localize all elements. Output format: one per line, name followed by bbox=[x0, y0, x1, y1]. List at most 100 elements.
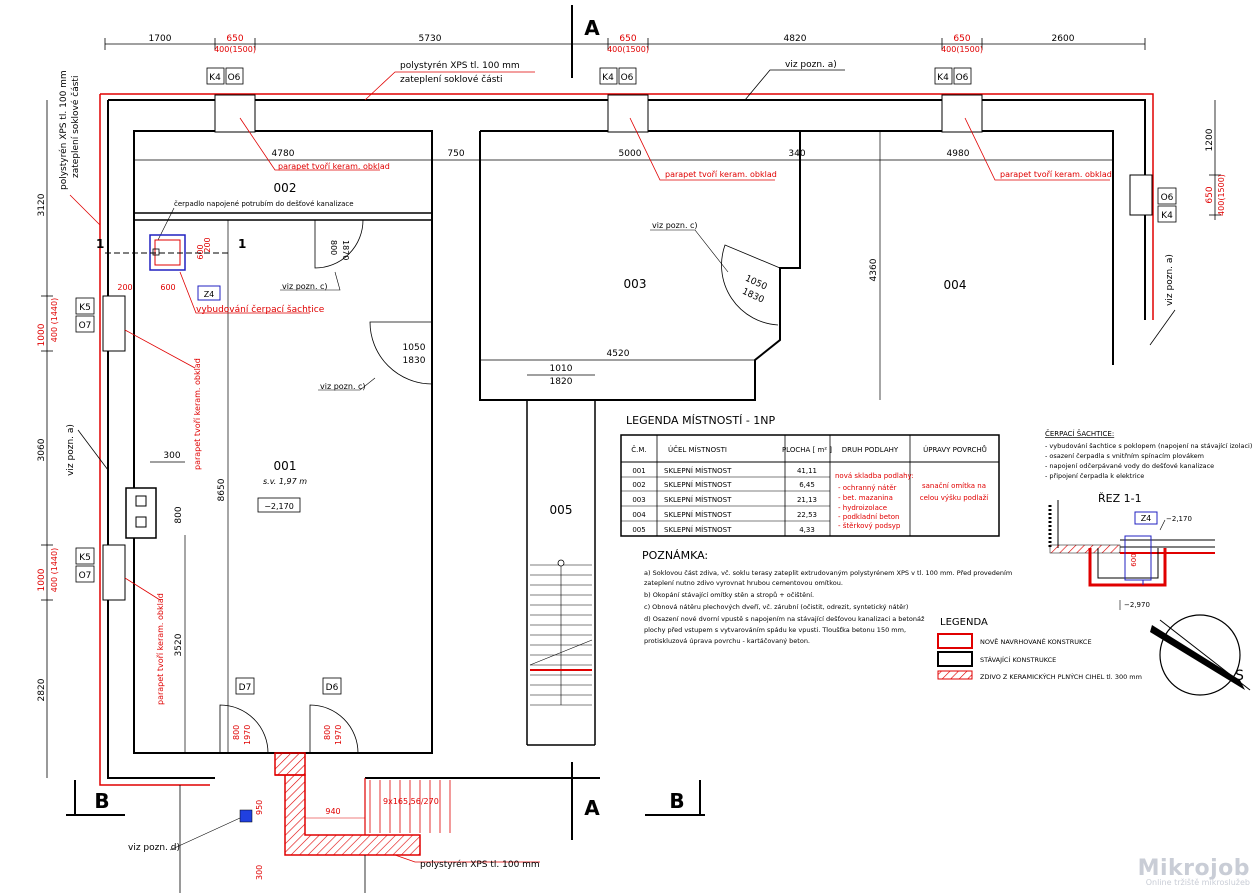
interior-dimension-lines bbox=[134, 131, 1113, 753]
legend-header-plocha: PLOCHA [ m² ] bbox=[782, 446, 832, 454]
stair-start bbox=[557, 559, 565, 567]
dim-400-c: 400(1500) bbox=[941, 45, 983, 54]
tag-o7-1: O7 bbox=[79, 321, 92, 331]
label-viz-a-top: viz pozn. a) bbox=[785, 60, 837, 70]
window-tags bbox=[75, 67, 1177, 695]
tag-k5-1: K5 bbox=[79, 303, 91, 313]
north-label: S bbox=[1235, 668, 1244, 684]
tag-k4-1: K4 bbox=[209, 73, 221, 83]
dim-1870-door: 1870 bbox=[341, 240, 350, 260]
dim-2820: 2820 bbox=[37, 678, 47, 701]
entrance-doors bbox=[219, 704, 359, 754]
leader-polystyren-left bbox=[69, 194, 101, 226]
dim-400-b: 400(1500) bbox=[607, 45, 649, 54]
leader-vybudovani bbox=[179, 271, 310, 314]
dim-800-d6: 800 bbox=[323, 725, 332, 740]
dim-600-shaft: 600 bbox=[196, 244, 205, 259]
level-box bbox=[257, 497, 301, 513]
dim-3520: 3520 bbox=[174, 633, 184, 656]
section-line-b bbox=[66, 780, 705, 816]
note-line-6: plochy před vstupem s vytvarováním spádu… bbox=[644, 625, 906, 634]
entrance-hatched-walls bbox=[274, 752, 421, 856]
dim-1000-a: 1000 bbox=[37, 323, 47, 346]
tag-o6-1: O6 bbox=[228, 73, 241, 83]
dim-3120: 3120 bbox=[37, 193, 47, 216]
leader-parapet-4 bbox=[124, 329, 196, 369]
label-polystyren-bottom: polystyrén XPS tl. 100 mm bbox=[420, 859, 540, 870]
door-001-003 bbox=[369, 321, 433, 385]
dim-2600: 2600 bbox=[1052, 34, 1075, 44]
cerpaci-line-4: - připojení čerpadla k elektrice bbox=[1045, 472, 1144, 480]
section-b-right-label: B bbox=[669, 789, 684, 813]
label-stairs: 9x165,56/270 bbox=[383, 797, 439, 806]
dim-1010: 1010 bbox=[550, 364, 573, 374]
stair-treads bbox=[529, 564, 593, 706]
legend-swatch-new bbox=[937, 633, 973, 649]
label-viz-c-001: viz pozn. c) bbox=[320, 382, 366, 391]
label-polystyren-top: polystyrén XPS tl. 100 mm bbox=[400, 60, 520, 71]
legend-row-5-area: 4,33 bbox=[799, 526, 815, 534]
legend-row-1-cm: 001 bbox=[632, 467, 645, 475]
dim-1700: 1700 bbox=[149, 34, 172, 44]
dim-1970-d6: 1970 bbox=[334, 725, 343, 745]
door-002 bbox=[314, 219, 364, 269]
label-viz-c-002: viz pozn. c) bbox=[282, 282, 328, 291]
surface-line-2: celou výšku podlaží bbox=[920, 494, 990, 502]
label-parapet-2: parapet tvoří keram. obklad bbox=[665, 170, 777, 179]
leader-viz-a-left bbox=[77, 429, 109, 471]
label-parapet-4: parapet tvoří keram. obklad bbox=[193, 358, 202, 470]
dim-800-door: 800 bbox=[329, 240, 338, 255]
room-003-label: 003 bbox=[624, 277, 647, 291]
tag-k4-3: K4 bbox=[937, 73, 949, 83]
floor-line-6: - štěrkový podsyp bbox=[838, 522, 901, 530]
cut-1-left: 1 bbox=[96, 237, 104, 251]
section-level-1: −2,170 bbox=[1166, 515, 1192, 523]
leader-viz-a-top bbox=[744, 69, 845, 101]
dim-950: 950 bbox=[255, 800, 264, 815]
label-viz-c-003: viz pozn. c) bbox=[652, 221, 698, 230]
dim-1200: 1200 bbox=[1205, 128, 1215, 151]
cerpaci-line-1: - vybudování šachtice s poklopem (napoje… bbox=[1045, 442, 1252, 450]
dim-5730: 5730 bbox=[419, 34, 442, 44]
leader-parapet-5 bbox=[124, 577, 161, 601]
entrance-stairs bbox=[369, 780, 451, 833]
dim-200-shaft-b: 200 bbox=[117, 283, 132, 292]
leader-parapet-2 bbox=[629, 117, 775, 181]
room-001-sv: s.v. 1,97 m bbox=[263, 477, 307, 486]
label-zatepleni-left: zateplení soklové části bbox=[70, 76, 81, 178]
legend-row-4-ucel: SKLEPNÍ MÍSTNOST bbox=[664, 510, 732, 519]
dim-650-a: 650 bbox=[226, 34, 243, 44]
stairwell-005 bbox=[526, 400, 596, 746]
legend-existing-label: STÁVAJÍCÍ KONSTRUKCE bbox=[980, 655, 1056, 664]
legend-swatch-existing bbox=[937, 651, 973, 667]
tag-o6-4: O6 bbox=[1161, 193, 1174, 203]
z4-tag bbox=[197, 285, 221, 301]
north-arrow bbox=[1150, 614, 1251, 696]
label-vybudovani: vybudování čerpací šachtice bbox=[196, 304, 325, 315]
leader-polystyren-bottom bbox=[394, 854, 540, 863]
dim-4980: 4980 bbox=[947, 149, 970, 159]
label-viz-a-left: viz pozn. a) bbox=[66, 424, 76, 476]
dim-1970-d7: 1970 bbox=[243, 725, 252, 745]
label-viz-a-right: viz pozn. a) bbox=[1165, 254, 1175, 306]
leader-viz-c-001 bbox=[318, 377, 376, 391]
section-1-1-detail bbox=[1048, 500, 1215, 610]
room-002-partition bbox=[134, 212, 432, 221]
legend-row-3-cm: 003 bbox=[632, 496, 645, 504]
dim-650-b: 650 bbox=[619, 34, 636, 44]
dim-650-right: 650 bbox=[1205, 186, 1215, 203]
section-a-bottom-label: A bbox=[584, 796, 600, 820]
label-zatepleni-top: zateplení soklové části bbox=[400, 74, 502, 85]
legend-swatch-hatched bbox=[937, 670, 973, 680]
surface-line-1: sanační omítka na bbox=[922, 482, 986, 490]
legend-row-1-area: 41,11 bbox=[797, 467, 817, 475]
door-003-004 bbox=[721, 244, 781, 326]
note-line-2: zateplení nutno zdivo vyrovnat hrubou ce… bbox=[644, 579, 843, 587]
tag-d6: D6 bbox=[326, 683, 339, 693]
legend-header-ucel: ÚČEL MÍSTNOSTI bbox=[668, 445, 727, 454]
dim-4780: 4780 bbox=[272, 149, 295, 159]
section-a-top-label: A bbox=[584, 16, 600, 40]
leader-viz-d bbox=[169, 817, 241, 851]
legend-row-4-area: 22,53 bbox=[797, 511, 817, 519]
legend-row-1-ucel: SKLEPNÍ MÍSTNOST bbox=[664, 466, 732, 475]
